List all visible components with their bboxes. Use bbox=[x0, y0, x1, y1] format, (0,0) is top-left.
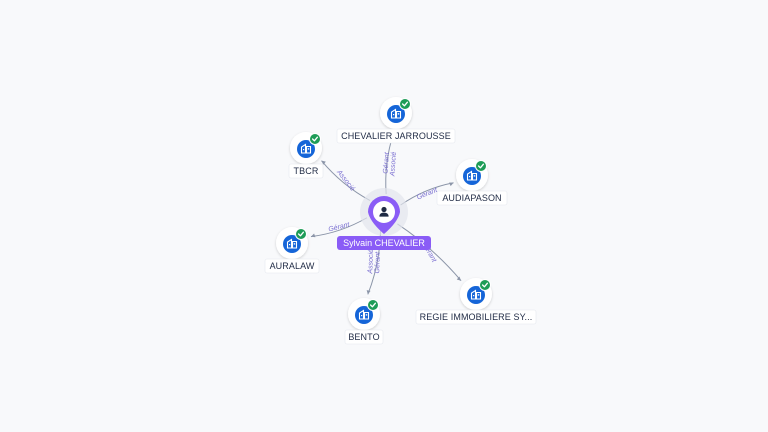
building-icon bbox=[283, 235, 301, 253]
relationship-edge bbox=[397, 223, 462, 282]
verified-check-icon bbox=[399, 98, 411, 110]
edge-arrow bbox=[456, 276, 462, 281]
company-name-label: REGIE IMMOBILIERE SY... bbox=[420, 312, 533, 322]
building-icon bbox=[297, 140, 315, 158]
edge-role-label: Associé bbox=[389, 151, 398, 177]
person-label-box bbox=[337, 236, 431, 250]
building-icon bbox=[467, 286, 485, 304]
person-icon bbox=[379, 206, 389, 217]
verified-check-icon bbox=[295, 228, 307, 240]
company-node-chevalier-jarrousse[interactable]: CHEVALIER JARROUSSE bbox=[336, 97, 456, 144]
edge-role-label: Gérant bbox=[383, 151, 392, 174]
company-label-box bbox=[264, 258, 320, 274]
company-name-label: BENTO bbox=[348, 332, 379, 342]
company-label-box bbox=[436, 190, 508, 206]
person-node[interactable]: Sylvain CHEVALIER bbox=[337, 188, 431, 250]
verified-check-icon bbox=[475, 160, 487, 172]
company-label-box bbox=[415, 309, 537, 325]
building-icon bbox=[463, 167, 481, 185]
company-label-box bbox=[336, 128, 456, 144]
company-name-label: TBCR bbox=[294, 166, 319, 176]
company-label-box bbox=[344, 329, 384, 345]
company-label-box bbox=[288, 163, 324, 179]
verified-check-icon bbox=[309, 133, 321, 145]
verified-check-icon bbox=[367, 299, 379, 311]
relationship-edge bbox=[367, 229, 382, 295]
edge-role-label: Associé bbox=[367, 249, 375, 275]
edge-role-label: Associé bbox=[335, 168, 356, 192]
building-icon bbox=[387, 105, 405, 123]
edge-role-label: Gérant bbox=[328, 221, 351, 233]
building-icon bbox=[355, 306, 373, 324]
company-name-label: AURALAW bbox=[270, 261, 315, 271]
edge-arrow bbox=[310, 233, 316, 238]
edge-role-label: Gérant bbox=[416, 187, 439, 202]
company-name-label: CHEVALIER JARROUSSE bbox=[341, 131, 451, 141]
company-node-regie[interactable]: REGIE IMMOBILIERE SY... bbox=[415, 278, 537, 325]
edge-role-label: Gérant bbox=[374, 251, 382, 274]
edge-arrow bbox=[321, 160, 326, 165]
company-node-bento[interactable]: BENTO bbox=[344, 298, 384, 345]
verified-check-icon bbox=[479, 279, 491, 291]
edge-arrow bbox=[366, 290, 371, 295]
edge-arrow bbox=[449, 182, 454, 187]
company-name-label: AUDIAPASON bbox=[442, 193, 501, 203]
company-node-audiapason[interactable]: AUDIAPASON bbox=[436, 159, 508, 206]
company-node-auralaw[interactable]: AURALAW bbox=[264, 227, 320, 274]
person-name-label: Sylvain CHEVALIER bbox=[343, 238, 425, 248]
company-node-tbcr[interactable]: TBCR bbox=[288, 132, 324, 179]
